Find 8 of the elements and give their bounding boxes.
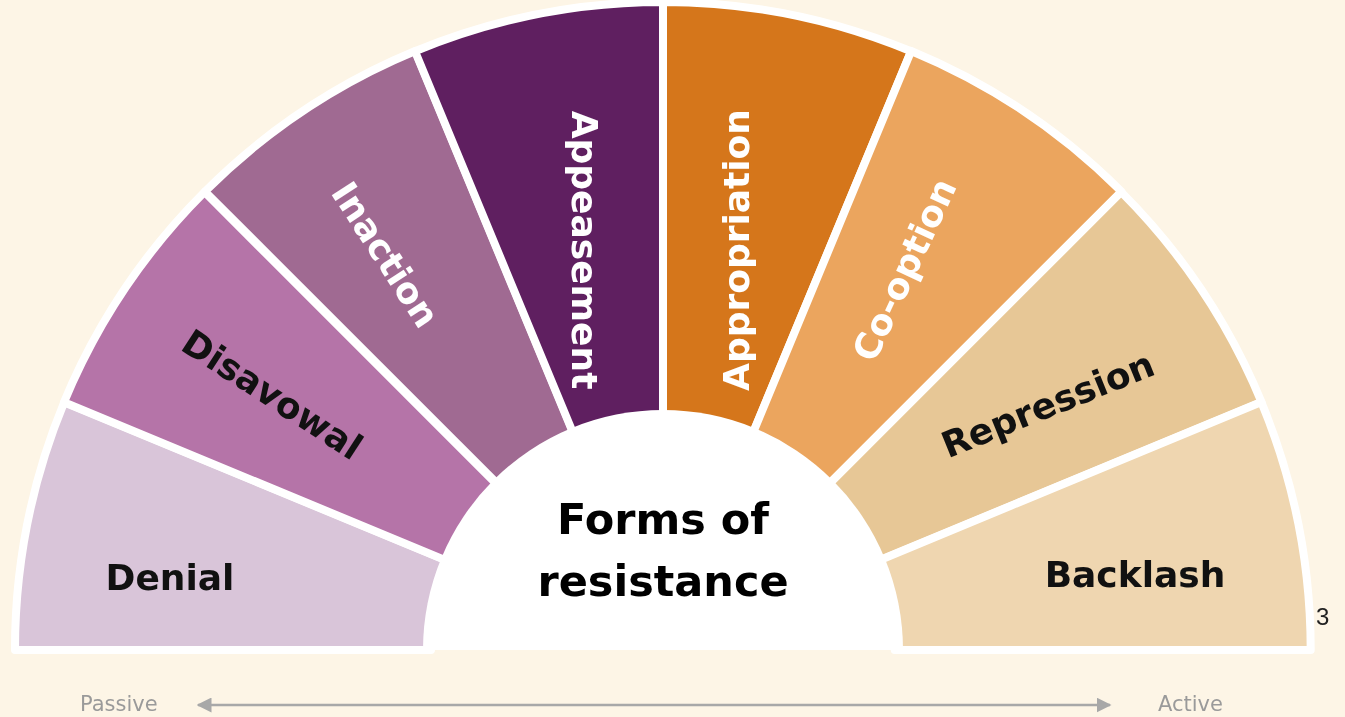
segment-label: Denial	[105, 560, 235, 596]
axis-label: Passive	[80, 692, 158, 716]
segment-label: Appropriation	[719, 109, 755, 391]
center-title: Forms of resistance	[536, 492, 790, 608]
page-number: 3	[1316, 603, 1330, 631]
segment-label: Appeasement	[566, 110, 602, 390]
segment-label: Backlash	[1044, 557, 1226, 593]
axis-label: Active	[1158, 692, 1223, 716]
